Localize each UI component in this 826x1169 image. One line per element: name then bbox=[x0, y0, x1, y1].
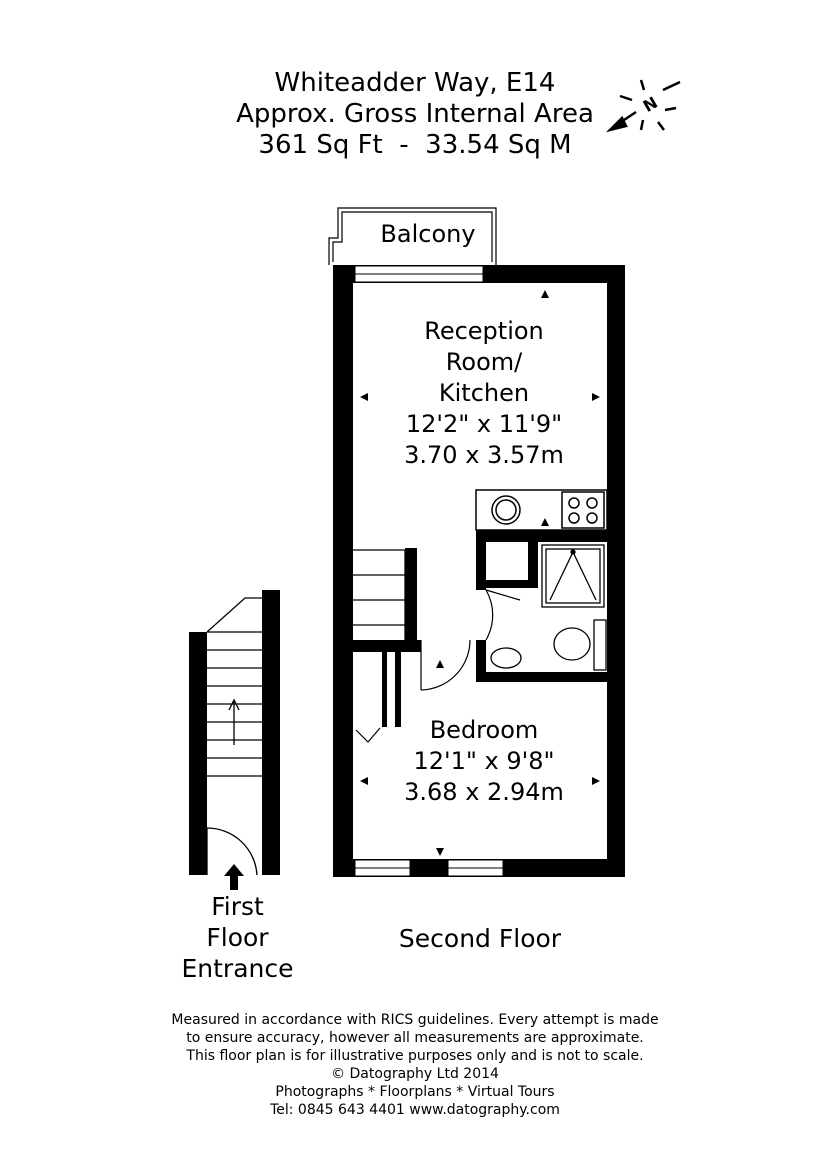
area-label: Approx. Gross Internal Area bbox=[236, 99, 594, 129]
first-floor-stairs bbox=[206, 597, 262, 876]
bedroom-metric: 3.68 x 2.94m bbox=[404, 778, 564, 806]
kitchen-units bbox=[475, 489, 608, 531]
bedroom-imperial: 12'1" x 9'8" bbox=[413, 747, 555, 775]
dimension-markers bbox=[360, 290, 600, 856]
compass-icon bbox=[605, 79, 681, 133]
compass-north-label: N bbox=[640, 93, 661, 116]
first-floor-line2: Floor bbox=[206, 923, 269, 952]
reception-name-line2: Room/ bbox=[445, 348, 523, 376]
footer-line3: This floor plan is for illustrative purp… bbox=[186, 1048, 644, 1064]
bathroom-fixtures bbox=[490, 544, 607, 671]
footer-copyright: © Datography Ltd 2014 bbox=[331, 1066, 499, 1082]
bedroom-windows bbox=[354, 859, 504, 877]
area-value: 361 Sq Ft - 33.54 Sq M bbox=[258, 130, 572, 160]
footer-line1: Measured in accordance with RICS guideli… bbox=[171, 1012, 659, 1028]
entrance-arrow-icon bbox=[224, 864, 244, 890]
stairwell bbox=[353, 549, 406, 640]
balcony-label: Balcony bbox=[380, 220, 476, 248]
wardrobe-door bbox=[355, 727, 381, 743]
first-floor-label: First Floor Entrance bbox=[160, 891, 315, 984]
first-floor-walls bbox=[189, 590, 280, 875]
first-floor-line3: Entrance bbox=[181, 954, 294, 983]
footer-contact: Tel: 0845 643 4401 www.datography.com bbox=[270, 1102, 560, 1118]
first-floor-line1: First bbox=[211, 892, 264, 921]
footer-line2: to ensure accuracy, however all measurem… bbox=[186, 1030, 644, 1046]
second-floor-walls bbox=[333, 265, 625, 877]
balcony-outline bbox=[328, 207, 497, 265]
bedroom-label: Bedroom 12'1" x 9'8" 3.68 x 2.94m bbox=[355, 715, 613, 808]
header: Whiteadder Way, E14 Approx. Gross Intern… bbox=[215, 68, 615, 161]
reception-room-label: Reception Room/ Kitchen 12'2" x 11'9" 3.… bbox=[355, 316, 613, 471]
reception-metric: 3.70 x 3.57m bbox=[404, 441, 564, 469]
property-address: Whiteadder Way, E14 bbox=[274, 68, 556, 98]
footer-disclaimer: Measured in accordance with RICS guideli… bbox=[120, 1011, 710, 1119]
bedroom-name: Bedroom bbox=[429, 716, 539, 744]
bathroom-walls bbox=[476, 530, 607, 682]
footer-services: Photographs * Floorplans * Virtual Tours bbox=[275, 1084, 555, 1100]
balcony-window bbox=[354, 265, 484, 283]
reception-name-line3: Kitchen bbox=[438, 379, 530, 407]
reception-imperial: 12'2" x 11'9" bbox=[405, 410, 563, 438]
bathroom-door bbox=[485, 589, 521, 641]
second-floor-label: Second Floor bbox=[398, 924, 562, 953]
bedroom-door bbox=[420, 639, 471, 691]
reception-name-line1: Reception bbox=[424, 317, 544, 345]
inner-walls bbox=[353, 548, 421, 727]
